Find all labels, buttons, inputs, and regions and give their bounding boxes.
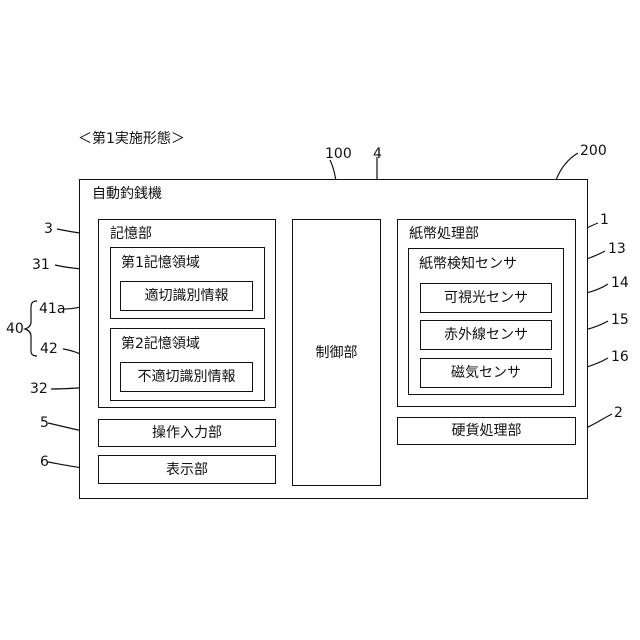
ref-13: 13 (608, 241, 626, 257)
control-box: 制御部 (292, 219, 381, 486)
machine-label: 自動釣銭機 (92, 186, 162, 202)
ref-15: 15 (611, 312, 629, 328)
coin-unit-box: 硬貨処理部 (397, 417, 576, 445)
ref-6: 6 (40, 454, 49, 470)
inappropriate-id-info-label: 不適切識別情報 (138, 369, 236, 385)
appropriate-id-info-box: 適切識別情報 (120, 281, 253, 311)
bill-unit-label: 紙幣処理部 (409, 226, 479, 242)
ref-1: 1 (600, 212, 609, 228)
ref-200: 200 (580, 143, 607, 159)
inappropriate-id-info-box: 不適切識別情報 (120, 362, 253, 392)
ref-4: 4 (373, 146, 382, 162)
display-unit-box: 表示部 (98, 455, 276, 484)
ref-3: 3 (44, 221, 53, 237)
infrared-sensor-box: 赤外線センサ (420, 320, 552, 350)
brace-40 (25, 301, 37, 356)
first-storage-area-label: 第1記憶領域 (121, 255, 200, 271)
infrared-sensor-label: 赤外線センサ (444, 327, 528, 343)
ref-14: 14 (611, 275, 629, 291)
display-unit-label: 表示部 (166, 462, 208, 478)
input-unit-box: 操作入力部 (98, 419, 276, 447)
bill-sensor-group-label: 紙幣検知センサ (419, 256, 517, 272)
ref-16: 16 (611, 349, 629, 365)
ref-42: 42 (40, 341, 58, 357)
visible-light-sensor-box: 可視光センサ (420, 283, 552, 313)
ref-41a: 41a (39, 301, 65, 317)
ref-5: 5 (40, 415, 49, 431)
ref-31: 31 (32, 257, 50, 273)
storage-label: 記憶部 (110, 226, 152, 242)
second-storage-area-label: 第2記憶領域 (121, 336, 200, 352)
coin-unit-label: 硬貨処理部 (452, 423, 522, 439)
control-label: 制御部 (316, 345, 358, 361)
ref-40: 40 (6, 321, 24, 337)
ref-100: 100 (325, 146, 352, 162)
input-unit-label: 操作入力部 (152, 425, 222, 441)
leader-200 (556, 153, 578, 180)
ref-2: 2 (614, 405, 623, 421)
ref-32: 32 (30, 381, 48, 397)
magnetic-sensor-label: 磁気センサ (451, 365, 521, 381)
visible-light-sensor-label: 可視光センサ (444, 290, 528, 306)
magnetic-sensor-box: 磁気センサ (420, 358, 552, 388)
appropriate-id-info-label: 適切識別情報 (145, 288, 229, 304)
embodiment-heading: ＜第1実施形態＞ (78, 131, 185, 147)
